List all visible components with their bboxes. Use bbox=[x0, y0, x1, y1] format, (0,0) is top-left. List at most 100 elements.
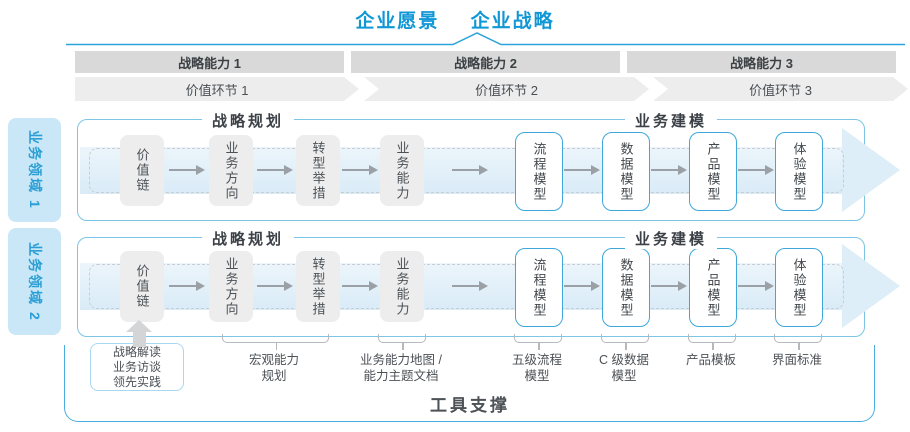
value-chevron-3-label: 价值环节 3 bbox=[749, 82, 812, 98]
planning-header-2: 战略规划 bbox=[201, 228, 295, 249]
domain-label-2-text: 业务领域 2 bbox=[26, 241, 43, 322]
bracket-process-model bbox=[514, 334, 562, 350]
callout-line: 业务访谈 bbox=[112, 359, 161, 374]
node-business-direction: 业务方向 bbox=[209, 135, 253, 206]
bracket-capability-map bbox=[378, 334, 426, 350]
node-value-chain-label: 价值链 bbox=[134, 264, 150, 309]
node-business-capability: 业务能力 bbox=[380, 135, 424, 206]
capability-bar-1-label: 战略能力 1 bbox=[178, 55, 241, 71]
node-business-capability-label: 业务能力 bbox=[394, 256, 410, 317]
planning-header-1: 战略规划 bbox=[201, 110, 295, 131]
node-data-model: 数据模型 bbox=[602, 132, 650, 211]
node-value-chain: 价值链 bbox=[120, 135, 164, 206]
annotation-ui-standard: 界面标准 bbox=[717, 352, 877, 368]
annotation-line: 产品模板 bbox=[685, 353, 736, 367]
node-product-model: 产品模型 bbox=[689, 132, 737, 211]
node-data-model-label: 数据模型 bbox=[618, 141, 634, 202]
annotation-line: C 级数据 bbox=[598, 353, 649, 367]
arrow-right-icon bbox=[452, 281, 488, 291]
node-product-model-label: 产品模型 bbox=[705, 257, 721, 318]
arrow-right-icon bbox=[651, 281, 687, 291]
annotation-data-model: C 级数据 模型 bbox=[544, 352, 704, 385]
arrow-right-icon bbox=[738, 281, 774, 291]
tools-support-container bbox=[64, 345, 875, 422]
domain-1-row: 战略规划 业务建模 价值链 业务方向 转型举措 业务能力 流程模型 数据模型 产… bbox=[77, 110, 900, 221]
capability-bar-3: 战略能力 3 bbox=[627, 51, 896, 73]
bracket-macro-capability bbox=[222, 334, 329, 350]
node-product-model: 产品模型 bbox=[689, 248, 737, 327]
domain-label-1: 业务领域 1 bbox=[8, 118, 61, 222]
node-business-direction-label: 业务方向 bbox=[223, 256, 239, 317]
value-chevron-1-label: 价值环节 1 bbox=[185, 82, 249, 98]
vision-strategy-title: 企业愿景 企业战略 bbox=[0, 6, 910, 33]
bracket-ui-standard bbox=[774, 334, 822, 350]
node-transformation-initiatives: 转型举措 bbox=[296, 135, 340, 206]
arrow-right-icon bbox=[257, 165, 293, 175]
node-experience-model: 体验模型 bbox=[775, 132, 823, 211]
annotation-line: 宏观能力 bbox=[248, 353, 299, 367]
arrow-right-icon bbox=[169, 281, 205, 291]
node-business-direction-label: 业务方向 bbox=[223, 140, 239, 201]
vision-divider-line bbox=[66, 32, 905, 46]
bracket-product-template bbox=[688, 334, 736, 350]
strategy-inputs-callout: 战略解读 业务访谈 领先实践 bbox=[90, 343, 184, 391]
arrow-up-shaft bbox=[133, 331, 146, 347]
dashed-track bbox=[89, 148, 844, 193]
arrow-right-icon bbox=[651, 165, 687, 175]
tools-support-title: 工具支撑 bbox=[430, 396, 510, 415]
annotation-line: 模型 bbox=[524, 369, 550, 384]
arrow-right-icon bbox=[342, 281, 378, 291]
node-business-direction: 业务方向 bbox=[209, 251, 253, 322]
capability-bar-2-label: 战略能力 2 bbox=[454, 55, 517, 71]
node-data-model: 数据模型 bbox=[602, 248, 650, 327]
capability-bar-1: 战略能力 1 bbox=[75, 51, 344, 73]
arrow-right-icon bbox=[452, 165, 488, 175]
node-process-model: 流程模型 bbox=[515, 248, 563, 327]
arrow-right-icon bbox=[342, 165, 378, 175]
node-experience-model-label: 体验模型 bbox=[791, 141, 807, 202]
annotation-process-model: 五级流程 模型 bbox=[457, 352, 617, 385]
domain-label-2: 业务领域 2 bbox=[8, 228, 61, 335]
node-process-model-label: 流程模型 bbox=[531, 257, 547, 318]
annotation-line: 界面标准 bbox=[771, 353, 822, 367]
node-business-capability-label: 业务能力 bbox=[394, 140, 410, 201]
value-chevron-3: 价值环节 3 bbox=[653, 77, 908, 101]
node-transformation-initiatives-label: 转型举措 bbox=[310, 256, 326, 317]
node-business-capability: 业务能力 bbox=[380, 251, 424, 322]
node-transformation-initiatives: 转型举措 bbox=[296, 251, 340, 322]
enterprise-strategy-label: 企业战略 bbox=[470, 11, 555, 32]
callout-line: 领先实践 bbox=[112, 374, 161, 389]
annotation-line: 能力主题文档 bbox=[363, 369, 439, 384]
node-experience-model-label: 体验模型 bbox=[791, 257, 807, 318]
flow-band-arrowhead-icon bbox=[842, 244, 900, 328]
annotation-macro-capability: 宏观能力 规划 bbox=[194, 352, 354, 385]
node-product-model-label: 产品模型 bbox=[705, 141, 721, 202]
annotation-product-template: 产品模板 bbox=[631, 352, 791, 368]
annotation-line: 五级流程 bbox=[511, 353, 562, 367]
dashed-track bbox=[89, 264, 844, 309]
arrow-right-icon bbox=[738, 165, 774, 175]
value-chevron-2: 价值环节 2 bbox=[364, 77, 649, 101]
capability-bar-3-label: 战略能力 3 bbox=[730, 55, 793, 71]
arrow-right-icon bbox=[169, 165, 205, 175]
node-value-chain: 价值链 bbox=[120, 251, 164, 322]
annotation-line: 规划 bbox=[261, 369, 287, 384]
capability-bar-2: 战略能力 2 bbox=[351, 51, 620, 73]
annotation-line: 业务能力地图 / bbox=[360, 353, 442, 367]
value-chevron-1: 价值环节 1 bbox=[75, 77, 359, 101]
modeling-header-1: 业务建模 bbox=[624, 110, 718, 131]
value-chevron-2-label: 价值环节 2 bbox=[475, 82, 538, 98]
flow-band-arrowhead-icon bbox=[842, 128, 900, 212]
arrow-right-icon bbox=[564, 281, 600, 291]
arrow-right-icon bbox=[564, 165, 600, 175]
callout-line: 战略解读 bbox=[112, 344, 161, 359]
node-experience-model: 体验模型 bbox=[775, 248, 823, 327]
modeling-header-2: 业务建模 bbox=[624, 228, 718, 249]
domain-label-1-text: 业务领域 1 bbox=[26, 130, 43, 210]
node-transformation-initiatives-label: 转型举措 bbox=[310, 140, 326, 201]
annotation-capability-map: 业务能力地图 / 能力主题文档 bbox=[321, 352, 481, 385]
bracket-data-model bbox=[601, 334, 649, 350]
node-process-model: 流程模型 bbox=[515, 132, 563, 211]
node-value-chain-label: 价值链 bbox=[134, 148, 150, 193]
